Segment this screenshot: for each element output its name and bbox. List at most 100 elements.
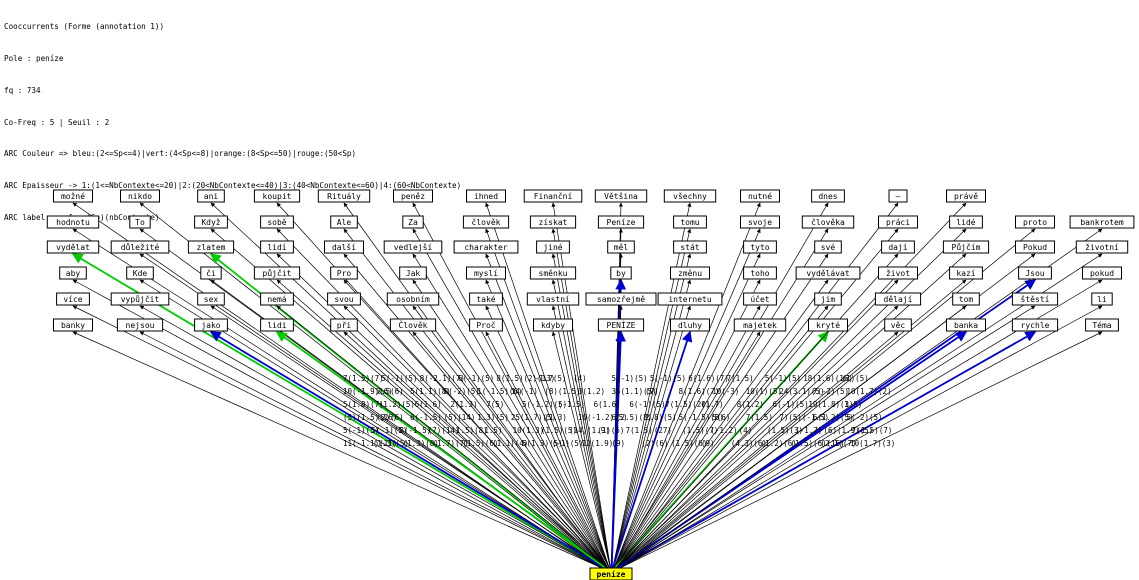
node-take[interactable]: také bbox=[469, 292, 503, 306]
node-kde[interactable]: Kde bbox=[126, 266, 154, 280]
node-sve[interactable]: své bbox=[814, 240, 842, 254]
node-banky[interactable]: banky bbox=[53, 318, 93, 332]
center-node[interactable]: peníze bbox=[589, 567, 633, 580]
node-toho[interactable]: toho bbox=[743, 266, 777, 280]
node-vetsina[interactable]: Většina bbox=[594, 189, 648, 203]
node-box bbox=[1011, 318, 1059, 332]
node-kryte[interactable]: kryté bbox=[808, 318, 848, 332]
node-dulezite[interactable]: důležité bbox=[110, 240, 170, 254]
node-banka[interactable]: banka bbox=[946, 318, 986, 332]
edge-label: 8(-2)(5) bbox=[444, 387, 480, 396]
node-ucet[interactable]: účet bbox=[743, 292, 777, 306]
node-jine[interactable]: jiné bbox=[536, 240, 570, 254]
node-lidi[interactable]: lidi bbox=[260, 318, 294, 332]
edge-delaji bbox=[616, 305, 899, 569]
node-ci[interactable]: či bbox=[200, 266, 222, 280]
node-bankrotem[interactable]: bankrotem bbox=[1069, 215, 1135, 229]
node-vlastni[interactable]: vlastní bbox=[526, 292, 580, 306]
node-ale[interactable]: Ale bbox=[330, 215, 358, 229]
node-vydelavat[interactable]: vydělávat bbox=[795, 266, 861, 280]
node-pro[interactable]: Pro bbox=[330, 266, 358, 280]
node-clovek[interactable]: člověk bbox=[462, 215, 510, 229]
node-dluhy[interactable]: dluhy bbox=[670, 318, 710, 332]
node-sobe[interactable]: sobě bbox=[260, 215, 294, 229]
node-kazi[interactable]: kazí bbox=[949, 266, 983, 280]
node-stesti[interactable]: štěstí bbox=[1011, 292, 1059, 306]
node-zmenu[interactable]: změnu bbox=[670, 266, 710, 280]
node-ani[interactable]: ani bbox=[197, 189, 225, 203]
node-vsechny[interactable]: všechny bbox=[663, 189, 717, 203]
node-jim[interactable]: jim bbox=[814, 292, 842, 306]
node-delaji[interactable]: dělají bbox=[874, 292, 922, 306]
node-lidi[interactable]: lidí bbox=[260, 240, 294, 254]
node-samozrejme[interactable]: samozřejmě bbox=[585, 292, 657, 306]
node-pokud[interactable]: Pokud bbox=[1015, 240, 1055, 254]
node-internetu[interactable]: internetu bbox=[657, 292, 723, 306]
node-nikdo[interactable]: nikdo bbox=[120, 189, 160, 203]
node-stat[interactable]: stát bbox=[673, 240, 707, 254]
node-penez[interactable]: peněz bbox=[393, 189, 433, 203]
node-tema[interactable]: Téma bbox=[1085, 318, 1119, 332]
node-proc[interactable]: Proč bbox=[469, 318, 503, 332]
node-dnes[interactable]: dnes bbox=[811, 189, 845, 203]
node-zlatem[interactable]: zlatem bbox=[187, 240, 235, 254]
node-praci[interactable]: práci bbox=[878, 215, 918, 229]
node-smenku[interactable]: směnku bbox=[529, 266, 577, 280]
node-label: Rituály bbox=[327, 192, 361, 201]
node-by[interactable]: by bbox=[610, 266, 632, 280]
node-charakter[interactable]: charakter bbox=[453, 240, 519, 254]
node-ritualy[interactable]: Rituály bbox=[317, 189, 371, 203]
node-dash[interactable]: – bbox=[888, 189, 908, 203]
node-pri[interactable]: při bbox=[330, 318, 358, 332]
node-daji[interactable]: dají bbox=[881, 240, 915, 254]
node-vec[interactable]: věc bbox=[884, 318, 912, 332]
node-rychle[interactable]: rychle bbox=[1011, 318, 1059, 332]
node-zivotni[interactable]: životní bbox=[1075, 240, 1129, 254]
node-jsou[interactable]: Jsou bbox=[1018, 266, 1052, 280]
node-li[interactable]: li bbox=[1091, 292, 1113, 306]
node-sex[interactable]: sex bbox=[197, 292, 225, 306]
node-za[interactable]: Za bbox=[402, 215, 424, 229]
node-tomu[interactable]: tomu bbox=[673, 215, 707, 229]
node-vypujcit[interactable]: vypůjčit bbox=[110, 292, 170, 306]
node-ihned[interactable]: ihned bbox=[466, 189, 506, 203]
node-osobnim[interactable]: osobním bbox=[386, 292, 440, 306]
node-penize[interactable]: Peníze bbox=[597, 215, 645, 229]
node-clovek[interactable]: Člověk bbox=[389, 318, 437, 332]
node-jako[interactable]: jako bbox=[194, 318, 228, 332]
edge-vypujcit bbox=[139, 305, 604, 569]
node-svou[interactable]: svou bbox=[327, 292, 361, 306]
node-proto[interactable]: proto bbox=[1015, 215, 1055, 229]
node-tyto[interactable]: tyto bbox=[743, 240, 777, 254]
node-to[interactable]: To bbox=[129, 215, 151, 229]
node-pujcit[interactable]: půjčit bbox=[253, 266, 301, 280]
node-dalsi[interactable]: další bbox=[324, 240, 364, 254]
node-nejsou[interactable]: nejsou bbox=[116, 318, 164, 332]
node-nema[interactable]: nemá bbox=[260, 292, 294, 306]
node-cloveka[interactable]: člověka bbox=[801, 215, 855, 229]
node-lide[interactable]: lidé bbox=[949, 215, 983, 229]
node-hodnotu[interactable]: hodnotu bbox=[46, 215, 100, 229]
node-koupit[interactable]: koupit bbox=[253, 189, 301, 203]
node-kdyby[interactable]: kdyby bbox=[533, 318, 573, 332]
node-vedlejsi[interactable]: vedlejší bbox=[383, 240, 443, 254]
node-kdyz[interactable]: Když bbox=[194, 215, 228, 229]
node-tom[interactable]: tom bbox=[952, 292, 980, 306]
node-mysli[interactable]: myslí bbox=[466, 266, 506, 280]
node-svoje[interactable]: svoje bbox=[740, 215, 780, 229]
node-nutne[interactable]: nutné bbox=[740, 189, 780, 203]
node-financni[interactable]: Finanční bbox=[523, 189, 583, 203]
node-majetek[interactable]: majetek bbox=[733, 318, 787, 332]
node-jak[interactable]: Jak bbox=[399, 266, 427, 280]
node-pujcim[interactable]: Půjčím bbox=[942, 240, 990, 254]
node-zivot[interactable]: život bbox=[878, 266, 918, 280]
node-prave[interactable]: právě bbox=[946, 189, 986, 203]
node-vydelat[interactable]: vydělat bbox=[46, 240, 100, 254]
node-vice[interactable]: více bbox=[56, 292, 90, 306]
node-mel[interactable]: měl bbox=[607, 240, 635, 254]
node-ziskat[interactable]: získat bbox=[529, 215, 577, 229]
node-pokud[interactable]: pokud bbox=[1082, 266, 1122, 280]
node-penize[interactable]: PENÍZE bbox=[597, 318, 645, 332]
node-mozne[interactable]: možné bbox=[53, 189, 93, 203]
node-aby[interactable]: aby bbox=[59, 266, 87, 280]
